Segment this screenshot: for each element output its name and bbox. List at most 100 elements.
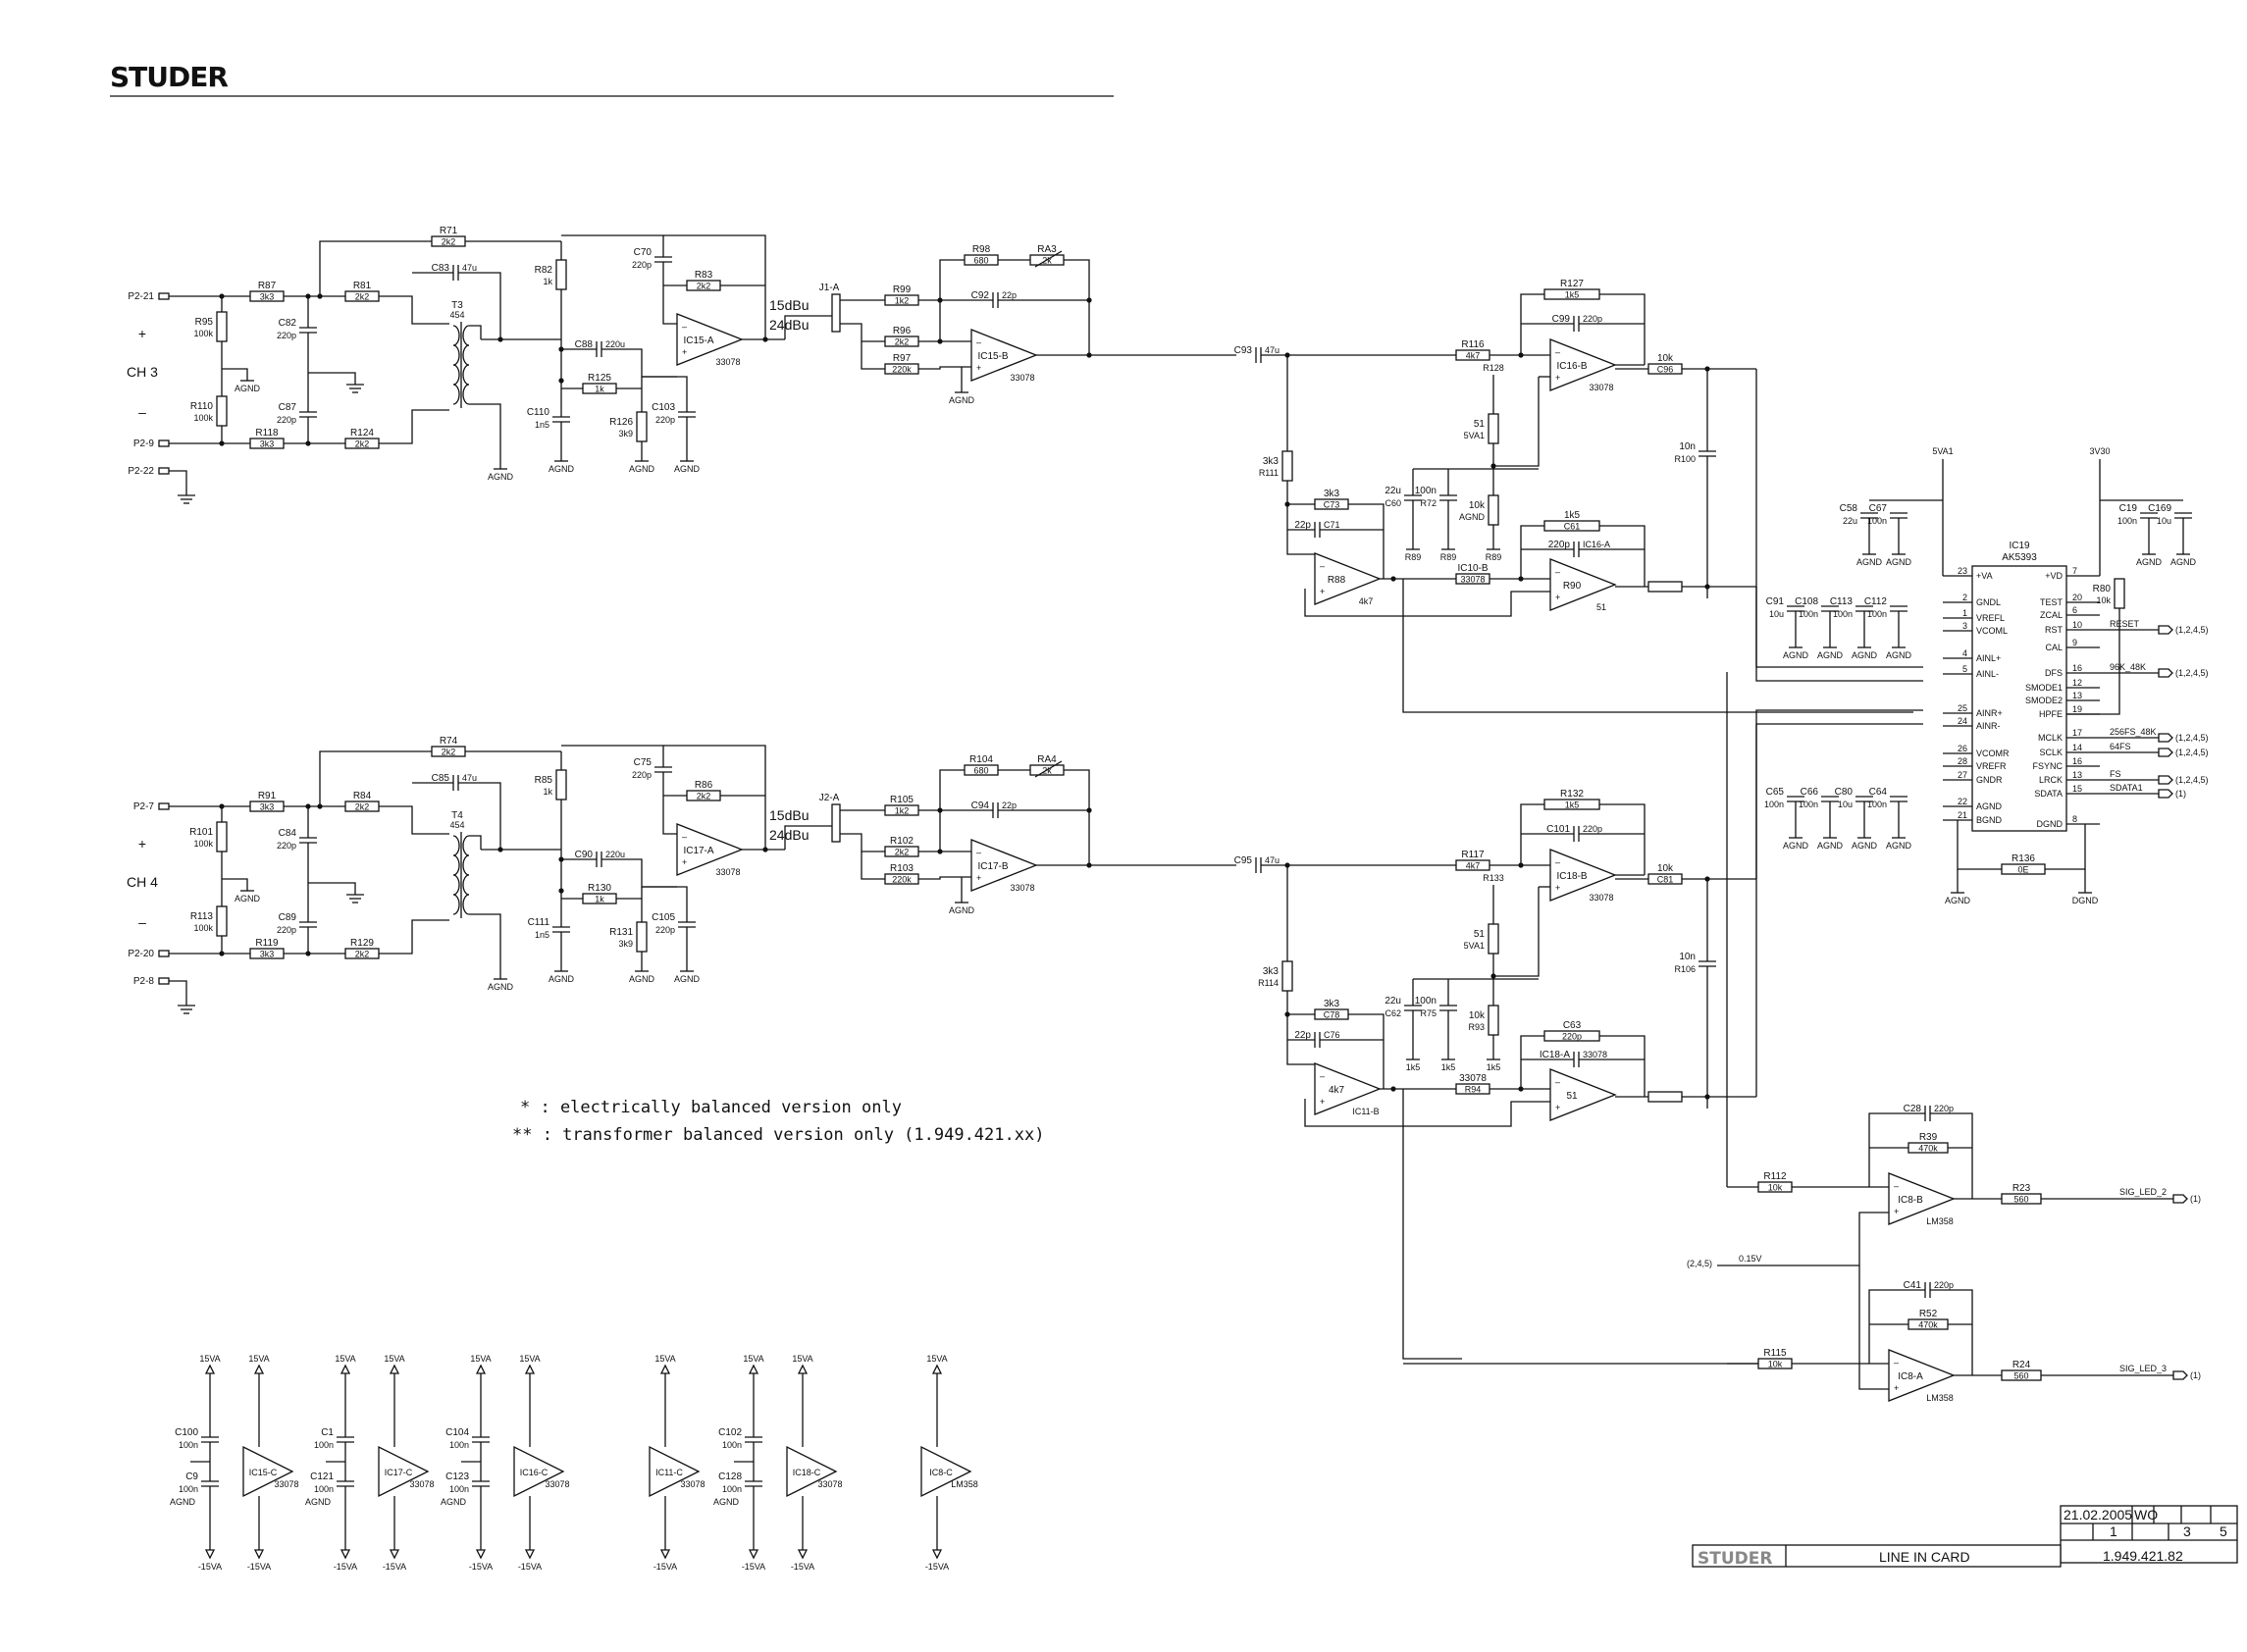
adc-pin-name: DGND: [2037, 819, 2064, 829]
supply-pos: 15VA: [248, 1354, 269, 1364]
resistor-value: 1k2: [895, 296, 910, 306]
adc-pin-name: BGND: [1976, 815, 2003, 825]
op-amp-ref: IC15-B: [977, 351, 1008, 362]
adc-pin-number: 16: [2072, 663, 2082, 673]
transformer-winding: [452, 894, 460, 915]
resistor-value: AGND: [1459, 512, 1486, 522]
supply-neg: -15VA: [518, 1562, 542, 1572]
resistor-value: 560: [2013, 1195, 2028, 1205]
resistor-value: 2k2: [355, 292, 370, 302]
adc-pin-name: +VD: [2045, 571, 2063, 581]
supply-neg: -15VA: [247, 1562, 271, 1572]
capacitor-value: C71: [1324, 520, 1340, 530]
ground-label: R89: [1486, 552, 1502, 562]
junction-dot: [762, 336, 768, 342]
ground-label: AGND: [235, 384, 261, 393]
wire: [1286, 991, 1315, 1065]
op-amp-minus: –: [1555, 347, 1560, 357]
level-15dbu: 15dBu: [769, 297, 809, 313]
resistor-ref: R71: [440, 226, 458, 236]
resistor-value: 2k2: [895, 848, 910, 857]
capacitor-value: 100n: [1833, 609, 1853, 619]
wire: [1599, 525, 1646, 587]
connector-flag: [2158, 775, 2173, 785]
resistor-ref: 3k3: [1263, 966, 1280, 977]
ground-label: AGND: [713, 1497, 740, 1507]
wire: [1402, 1089, 1462, 1360]
supply-arrow: [389, 1549, 400, 1560]
resistor-ref: 10k: [1657, 353, 1674, 364]
capacitor-value: 47u: [462, 263, 477, 273]
adc-pin-name: FSYNC: [2032, 761, 2063, 771]
capacitor-value: 220u: [605, 339, 625, 349]
resistor-ref: 3k3: [1263, 456, 1280, 467]
adc-ref: IC19: [2009, 541, 2030, 551]
transformer-value: 454: [449, 820, 464, 830]
supply-arrow: [475, 1364, 487, 1374]
op-amp-ref: IC15-A: [683, 336, 713, 346]
transformer-value: 454: [449, 310, 464, 320]
resistor-ref: R101: [189, 827, 213, 838]
op-amp-part: 33078: [680, 1479, 705, 1489]
resistor-ref: R104: [969, 754, 993, 765]
op-amp: [1888, 1349, 1956, 1402]
resistor-ref: R112: [1763, 1171, 1787, 1182]
adc-pin-name: AINL+: [1976, 653, 2001, 663]
ground-label: 1k5: [1441, 1062, 1456, 1072]
capacitor-value: 220p: [277, 331, 296, 340]
resistor-value: 1k2: [895, 806, 910, 816]
resistor-value: R111: [1259, 468, 1279, 478]
ground-label: AGND: [674, 464, 701, 474]
resistor-value: 2k2: [697, 792, 711, 801]
supply-arrow: [748, 1549, 759, 1560]
junction-dot: [497, 847, 503, 852]
wire: [601, 348, 677, 378]
op-amp-ref: IC18-C: [793, 1468, 821, 1477]
adc-pin-name: SMODE1: [2025, 683, 2063, 693]
resistor-value: 220k: [892, 875, 912, 885]
resistor-ref: R91: [258, 791, 277, 801]
ground-label: AGND: [549, 464, 575, 474]
ground-label: AGND: [674, 974, 701, 984]
transformer-winding: [452, 325, 460, 346]
adc-pin-name: MCLK: [2038, 733, 2063, 743]
resistor-value: 1k5: [1565, 290, 1580, 300]
connector-flag: [2158, 733, 2173, 743]
channel-name: CH 3: [127, 364, 158, 380]
capacitor-ref: C82: [279, 318, 297, 329]
junction-dot: [317, 803, 323, 809]
supply-arrow: [748, 1364, 759, 1374]
capacitor-ref: C94: [971, 800, 990, 811]
resistor-value: 10k: [1768, 1183, 1783, 1193]
capacitor-value: R75: [1420, 1008, 1437, 1018]
capacitor-ref: C128: [718, 1471, 742, 1482]
op-amp: [1549, 1068, 1617, 1121]
adc-pin-number: 22: [1958, 797, 1967, 806]
capacitor-ref: C93: [1234, 345, 1253, 356]
resistor-ref: R52: [1919, 1309, 1938, 1319]
supply-pos: 15VA: [926, 1354, 947, 1364]
capacitor-value: 100n: [722, 1484, 742, 1494]
wire: [662, 262, 677, 325]
supply-neg: -15VA: [198, 1562, 222, 1572]
op-amp: [970, 839, 1038, 892]
resistor-value: 100k: [193, 413, 213, 423]
connector-ref: (1,2,4,5): [2175, 625, 2209, 635]
ground-label: AGND: [305, 1497, 332, 1507]
capacitor-value: 100n: [1867, 800, 1887, 809]
connector-flag: [2158, 748, 2173, 757]
resistor-value: R93: [1468, 1022, 1485, 1032]
adc-pin-number: 3: [1962, 621, 1967, 631]
channel-name: CH 4: [127, 874, 158, 890]
capacitor-value: 220p: [1934, 1280, 1954, 1290]
capacitor-ref: 22p: [1294, 1030, 1311, 1041]
resistor: [1281, 450, 1293, 482]
capacitor-value: 100n: [1764, 800, 1784, 809]
adc-pin-name: ZCAL: [2040, 610, 2063, 620]
adc-supply-right: 3V30: [2089, 446, 2110, 456]
wire: [663, 234, 766, 339]
resistor-ref: R81: [353, 281, 372, 291]
capacitor-ref: IC18-A: [1540, 1050, 1570, 1060]
